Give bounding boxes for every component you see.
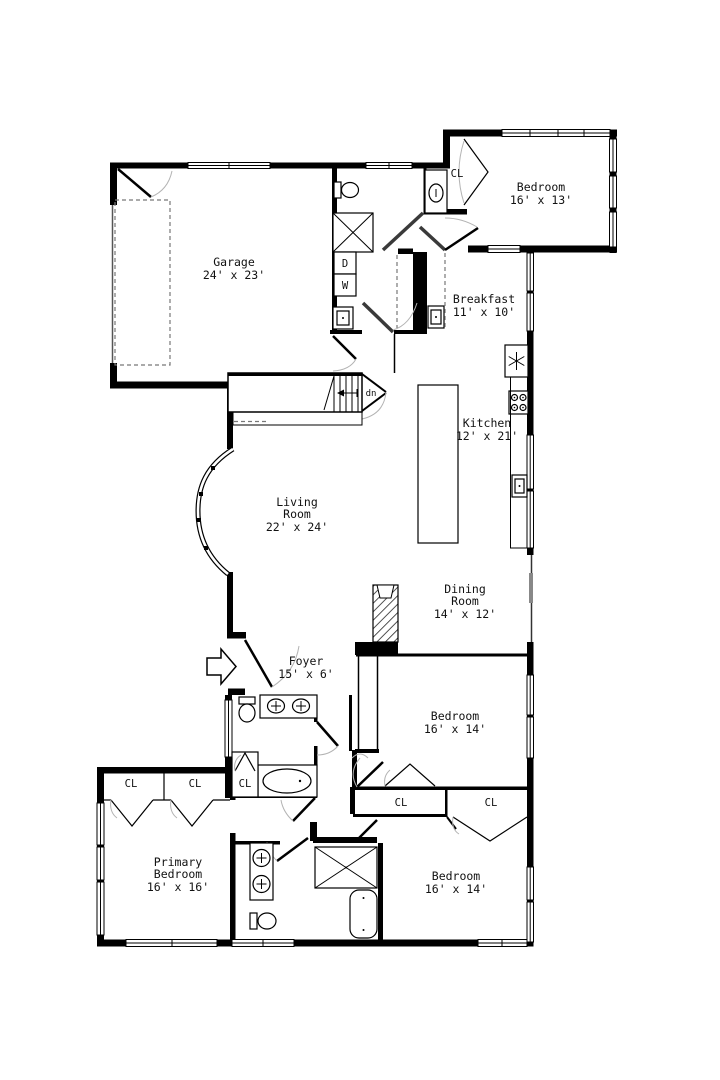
- laundry-sink-icon: [332, 306, 354, 330]
- room-dims-dining: 14' x 12': [434, 607, 496, 621]
- room-dims-bedroom-bottom: 16' x 14': [425, 882, 487, 896]
- shower-icon: [332, 212, 374, 253]
- closet-door-icon: [384, 763, 436, 787]
- room-label-foyer: Foyer: [289, 654, 324, 668]
- room-dims-bedroom-tr: 16' x 13': [510, 193, 572, 207]
- toilet-icon: [238, 696, 256, 723]
- room-dims-kitchen: 12' x 21': [456, 429, 518, 443]
- stairs: [227, 372, 387, 426]
- closet-label: CL: [189, 778, 202, 790]
- toilet-icon: [333, 181, 360, 199]
- room-label-living-2: Room: [283, 507, 311, 521]
- closet-door-icon: [170, 799, 214, 827]
- closet-door-icon: [110, 799, 154, 827]
- washer-label: W: [342, 280, 349, 292]
- dryer-label: D: [342, 258, 348, 270]
- closet-door-icon: [452, 816, 528, 842]
- door: [444, 226, 479, 252]
- patio-door: [529, 573, 533, 603]
- closet-label: CL: [451, 168, 464, 180]
- stove-icon: [508, 390, 529, 415]
- room-dims-living: 22' x 24': [266, 520, 328, 534]
- garage-door-outline: [114, 199, 171, 366]
- door: [117, 168, 152, 198]
- bathtub-icon: [349, 889, 378, 939]
- toilet-icon: [249, 912, 277, 930]
- room-dims-garage: 24' x 23': [203, 268, 265, 282]
- door: [356, 819, 378, 841]
- room-label-dining-1: Dining: [444, 582, 486, 596]
- fireplace-icon: [372, 584, 399, 643]
- room-label-bedroom-mid: Bedroom: [431, 709, 480, 723]
- kitchen-island: [417, 384, 459, 544]
- door: [276, 836, 309, 863]
- double-sink-icon: [249, 842, 274, 901]
- shower-icon: [314, 846, 378, 889]
- door: [332, 335, 357, 360]
- angled-walls: [361, 211, 447, 334]
- room-label-primary-1: Primary: [154, 855, 203, 869]
- room-dims-breakfast: 11' x 10': [453, 305, 515, 319]
- room-dims-bedroom-mid: 16' x 14': [424, 722, 486, 736]
- kitchen-sink-icon: [511, 474, 528, 498]
- room-label-living-1: Living: [276, 495, 318, 509]
- room-label-bedroom-tr: Bedroom: [517, 180, 566, 194]
- entry-door: [243, 639, 274, 688]
- bay-window: [195, 446, 235, 576]
- closet-label: CL: [395, 797, 408, 809]
- room-labels: Garage 24' x 23' Bedroom 16' x 13' Break…: [125, 168, 572, 896]
- room-dims-foyer: 15' x 6': [278, 667, 333, 681]
- closet-label: CL: [125, 778, 138, 790]
- room-label-garage: Garage: [213, 255, 255, 269]
- room-label-breakfast: Breakfast: [453, 292, 515, 306]
- room-label-kitchen: Kitchen: [463, 416, 511, 430]
- double-sink-icon: [259, 694, 318, 719]
- room-dims-primary: 16' x 16': [147, 880, 209, 894]
- bar-sink-icon: [427, 305, 445, 329]
- stairs-down-label: dn: [366, 389, 377, 399]
- entry-arrow-icon: [206, 646, 237, 687]
- closet-label: CL: [239, 778, 252, 790]
- refrigerator-icon: [504, 344, 529, 378]
- door: [316, 721, 339, 747]
- closet-door-icon: [231, 751, 259, 798]
- closet-label: CL: [485, 797, 498, 809]
- bathtub-icon: [257, 764, 318, 798]
- door: [292, 797, 316, 822]
- door: [356, 761, 384, 788]
- washer-box: [333, 273, 357, 297]
- fixtures: [110, 138, 529, 939]
- sink-icon: [424, 169, 448, 214]
- room-label-bedroom-bottom: Bedroom: [432, 869, 481, 883]
- room-label-dining-2: Room: [451, 594, 479, 608]
- room-label-primary-2: Bedroom: [154, 867, 203, 881]
- windows: [96, 129, 617, 947]
- closet-door-icon: [458, 138, 489, 206]
